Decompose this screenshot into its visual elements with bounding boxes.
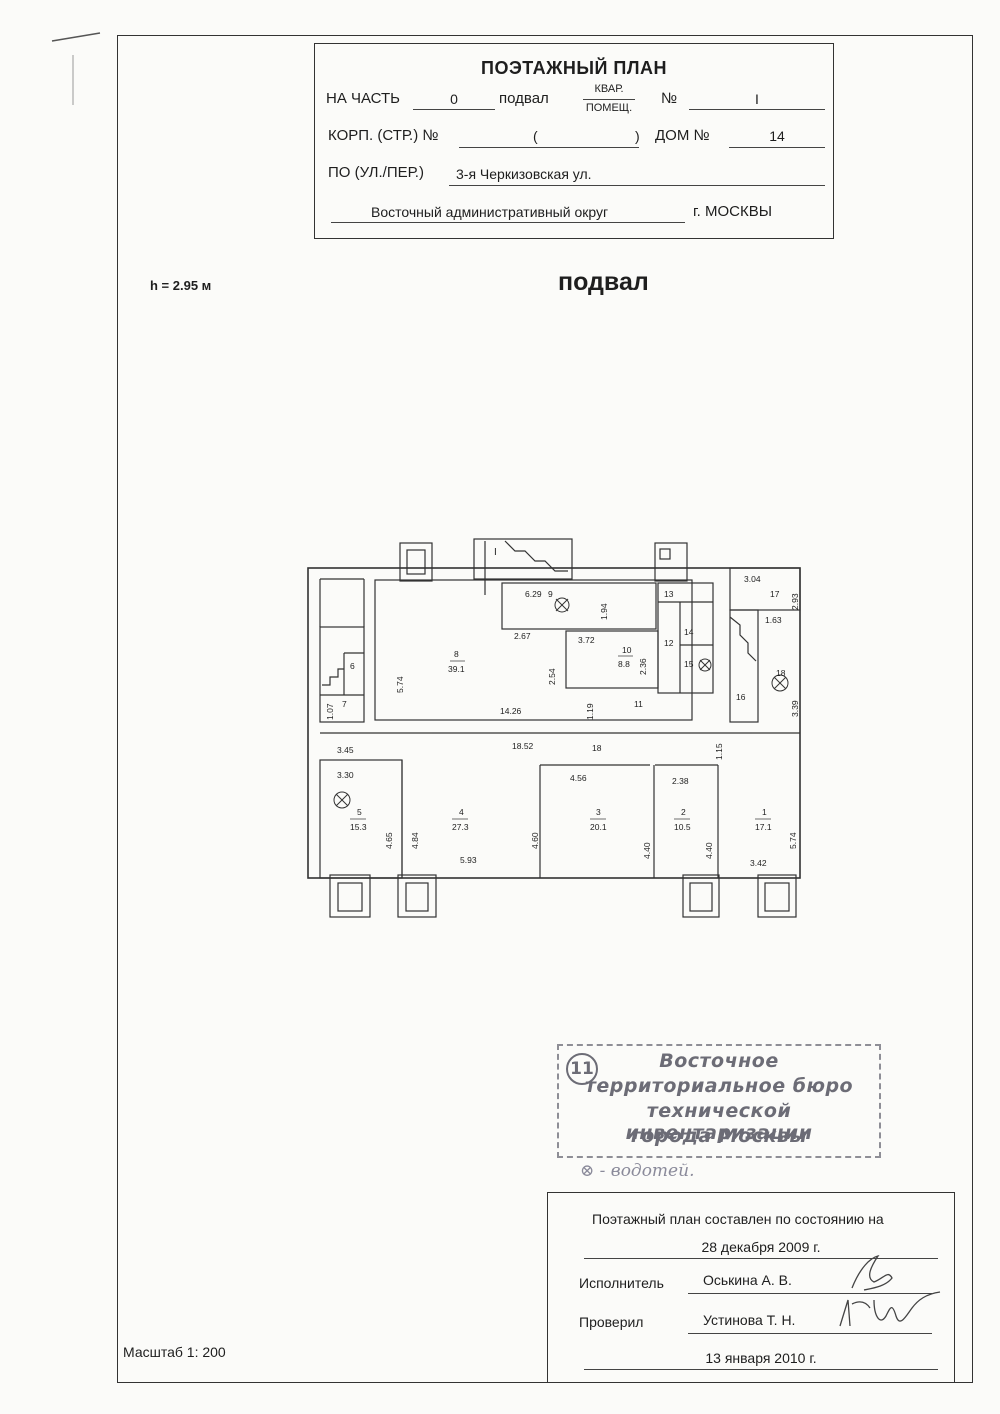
dimension: 3.45 <box>337 745 354 755</box>
dimension: 1.63 <box>765 615 782 625</box>
korp-label: КОРП. (СТР.) № <box>328 127 439 144</box>
number-value: I <box>755 91 759 107</box>
stamp-line: Восточное <box>659 1050 779 1072</box>
street-label: ПО (УЛ./ПЕР.) <box>328 164 424 181</box>
checker-name: Устинова Т. Н. <box>703 1312 796 1328</box>
room-area: 15.3 <box>350 822 367 832</box>
room-label: 7 <box>342 699 347 709</box>
room-area: 17.1 <box>755 822 772 832</box>
stamp-line: технической инвентаризации <box>625 1100 813 1144</box>
dimension: 4.40 <box>704 842 714 859</box>
footer-date2: 13 января 2010 г. <box>705 1350 817 1366</box>
kvar-label: КВАР. <box>594 83 624 95</box>
dimension: 2.38 <box>672 776 689 786</box>
dimension: 18.52 <box>512 741 534 751</box>
na-chast-label: НА ЧАСТЬ <box>326 90 401 107</box>
ceiling-height: h = 2.95 м <box>150 278 212 293</box>
footer-box: Поэтажный план составлен по состоянию на… <box>547 1192 955 1382</box>
room-number: 10 <box>622 645 632 655</box>
dimension: 4.65 <box>384 832 394 849</box>
room-label: 6 <box>350 661 355 671</box>
dimension: 1.07 <box>325 703 335 720</box>
room-number: 4 <box>459 807 464 817</box>
dimension: 14.26 <box>500 706 522 716</box>
room-label: 14 <box>684 627 694 637</box>
dimension: 5.74 <box>395 676 405 693</box>
stamp-line: города Москвы <box>630 1125 808 1147</box>
stamp-line: территориальное бюро <box>584 1075 854 1097</box>
room-label: 16 <box>736 692 746 702</box>
header-box: ПОЭТАЖНЫЙ ПЛАН НА ЧАСТЬ 0 подвал КВАР. П… <box>314 43 834 239</box>
dimension: 4.56 <box>570 773 587 783</box>
city-value: г. МОСКВЫ <box>693 203 772 220</box>
room-label: 15 <box>684 659 694 669</box>
dimension: 5.74 <box>788 832 798 849</box>
dimension: 3.30 <box>337 770 354 780</box>
checker-signature <box>839 1291 941 1327</box>
pomeshch-label: ПОМЕЩ. <box>585 102 633 114</box>
district-value: Восточный административный округ <box>371 204 609 220</box>
room-area: 39.1 <box>448 664 465 674</box>
dimension: 6.29 <box>525 589 542 599</box>
page-frame <box>117 35 973 1383</box>
korp-paren-close: ) <box>635 128 640 144</box>
dimension: 3.04 <box>744 574 761 584</box>
room-number: 2 <box>681 807 686 817</box>
room-label: 9 <box>548 589 553 599</box>
margin-marks <box>51 32 101 105</box>
korp-paren-open: ( <box>533 128 538 144</box>
room-number: 3 <box>596 807 601 817</box>
street-value: 3-я Черкизовская ул. <box>456 166 592 182</box>
floor-title: подвал <box>558 268 649 296</box>
dimension: 2.36 <box>638 658 648 675</box>
room-area: 8.8 <box>618 659 630 669</box>
footer-line1: Поэтажный план составлен по состоянию на <box>592 1211 884 1227</box>
dimension: 4.40 <box>642 842 652 859</box>
checker-label: Проверил <box>579 1314 644 1330</box>
floor-word: подвал <box>499 90 549 107</box>
number-label: № <box>661 90 678 107</box>
na-chast-value: 0 <box>450 91 458 107</box>
room-area: 27.3 <box>452 822 469 832</box>
room-number: 8 <box>454 649 459 659</box>
dimension: 4.84 <box>410 832 420 849</box>
stamp-number: 11 <box>566 1053 598 1085</box>
footer-date1: 28 декабря 2009 г. <box>701 1239 821 1255</box>
executor-signature <box>851 1254 893 1291</box>
room-label: 11 <box>634 699 643 709</box>
room-label: 18 <box>776 668 786 678</box>
dimension: 4.60 <box>530 832 540 849</box>
room-area: 10.5 <box>674 822 691 832</box>
corridor-label: 18 <box>592 743 602 753</box>
room-label: 13 <box>664 589 674 599</box>
dom-label: ДОМ № <box>655 127 710 144</box>
executor-name: Оськина А. В. <box>703 1272 792 1288</box>
plan-title: ПОЭТАЖНЫЙ ПЛАН <box>481 58 667 78</box>
dimension: 2.54 <box>547 668 557 685</box>
dimension: 3.42 <box>750 858 767 868</box>
dimension: 1.19 <box>585 703 595 720</box>
handwritten-note: ⊗ - водотей. <box>580 1161 695 1181</box>
executor-label: Исполнитель <box>579 1275 664 1291</box>
bti-stamp: 11 Восточное территориальное бюро технич… <box>557 1044 881 1158</box>
dimension: 2.93 <box>790 593 800 610</box>
scale-label: Масштаб 1: 200 <box>123 1344 226 1360</box>
room-label: 17 <box>770 589 780 599</box>
dimension: 2.67 <box>514 631 531 641</box>
dimension: 1.94 <box>599 603 609 620</box>
room-number: 5 <box>357 807 362 817</box>
stair-mark: I <box>494 547 497 558</box>
room-label: 12 <box>664 638 674 648</box>
floor-plan: I 8 39.1 10 8.8 5 15.3 4 27.3 3 20.1 2 1… <box>307 538 801 918</box>
dom-value: 14 <box>769 128 785 144</box>
dimension: 3.72 <box>578 635 595 645</box>
room-number: 1 <box>762 807 767 817</box>
dimension: 3.39 <box>790 700 800 717</box>
room-area: 20.1 <box>590 822 607 832</box>
dimension: 5.93 <box>460 855 477 865</box>
dimension: 1.15 <box>714 743 724 760</box>
